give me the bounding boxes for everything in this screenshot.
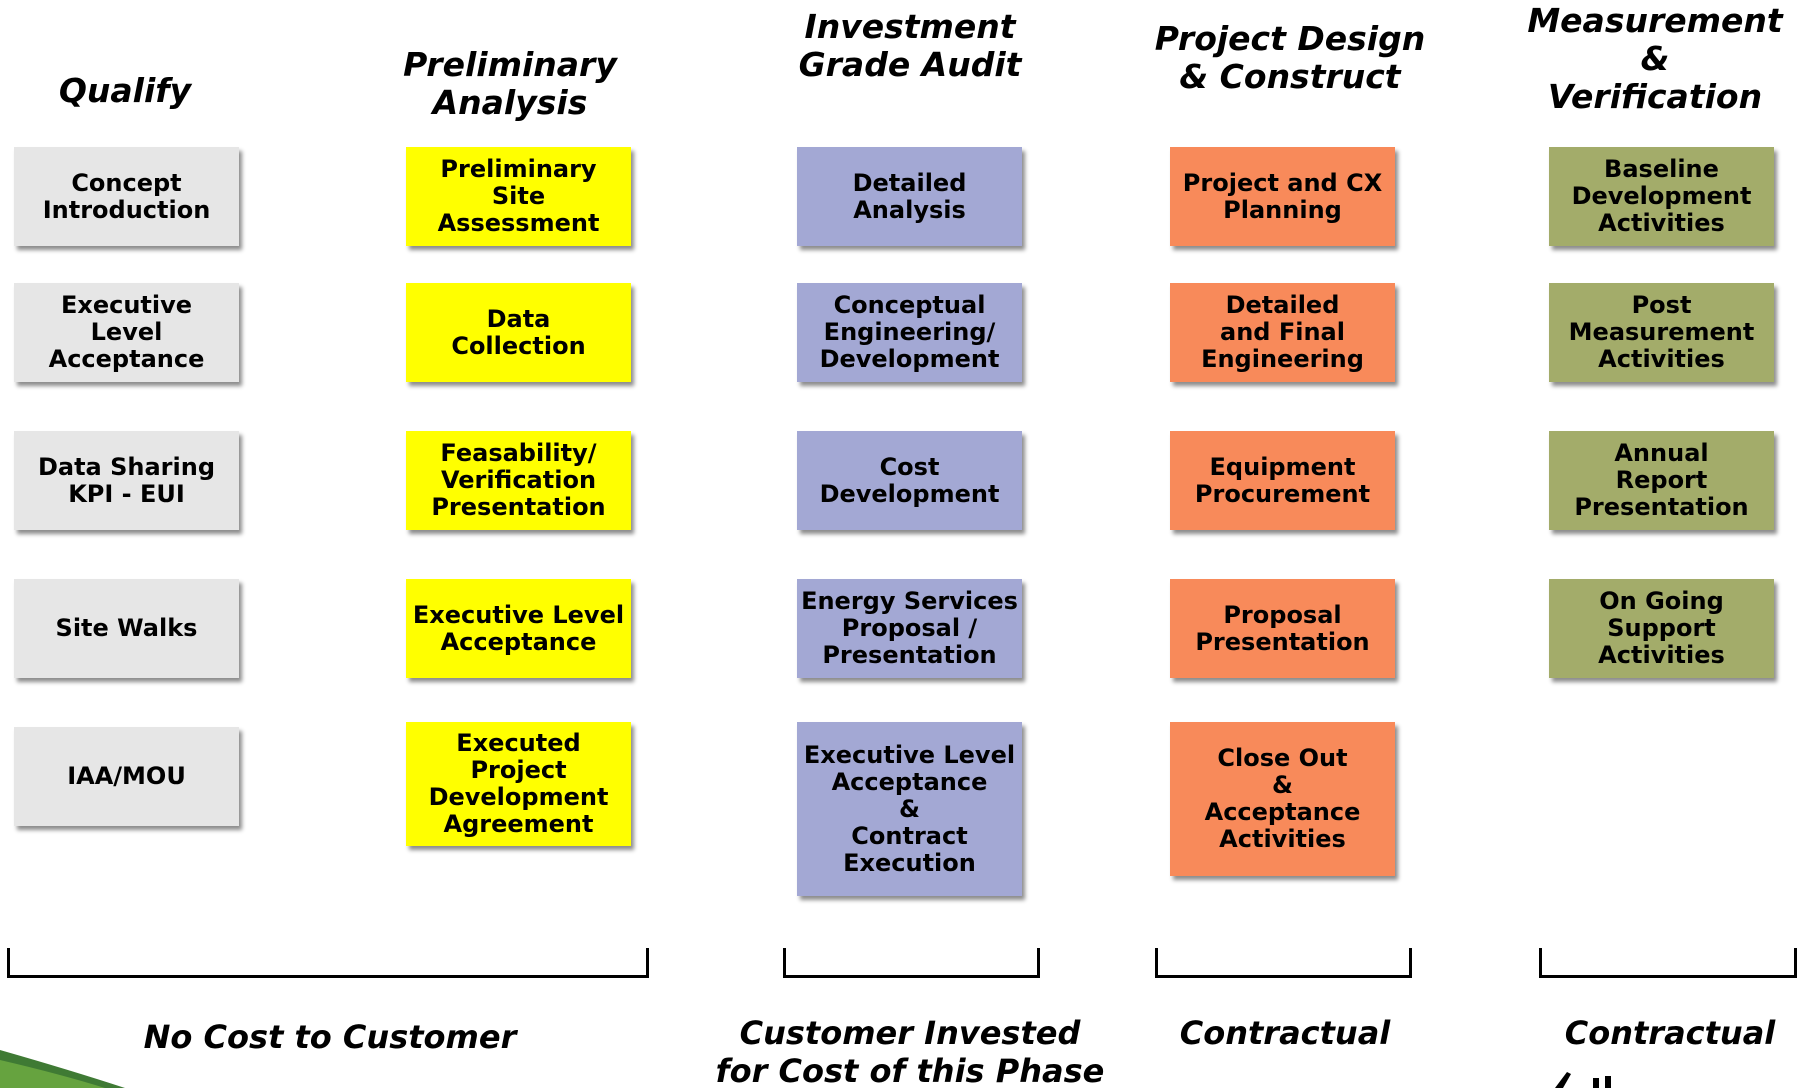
step-site-walks: Site Walks: [14, 579, 239, 678]
step-equipment-procurement: Equipment Procurement: [1170, 431, 1395, 530]
step-executive-acceptance-contract-execution: Executive Level Acceptance & Contract Ex…: [797, 722, 1022, 896]
bracket-contractual-mv: [1539, 948, 1797, 978]
step-data-collection: Data Collection: [406, 283, 631, 382]
column-heading-qualify: Qualify: [58, 71, 192, 110]
footer-contractual-construct: Contractual: [1179, 1014, 1391, 1052]
footer-no-cost-to-customer: No Cost to Customer: [143, 1018, 517, 1056]
step-annual-report-presentation: Annual Report Presentation: [1549, 431, 1774, 530]
step-detailed-analysis: Detailed Analysis: [797, 147, 1022, 246]
step-cost-development: Cost Development: [797, 431, 1022, 530]
step-ongoing-support: On Going Support Activities: [1549, 579, 1774, 678]
step-proposal-presentation: Proposal Presentation: [1170, 579, 1395, 678]
step-executive-level-acceptance-2: Executive Level Acceptance: [406, 579, 631, 678]
footer-customer-invested: Customer Invested for Cost of this Phase: [715, 1014, 1105, 1090]
bracket-contractual-construct: [1155, 948, 1412, 978]
step-conceptual-engineering-development: Conceptual Engineering/ Development: [797, 283, 1022, 382]
corner-fragment-decoration: [1555, 1072, 1611, 1088]
step-preliminary-site-assessment: Preliminary Site Assessment: [406, 147, 631, 246]
column-heading-measurement-verification: Measurement & Verification: [1527, 1, 1783, 116]
bracket-no-cost: [7, 948, 649, 978]
step-close-out-acceptance: Close Out & Acceptance Activities: [1170, 722, 1395, 876]
column-heading-project-design-construct: Project Design & Construct: [1154, 19, 1426, 96]
step-iaa-mou: IAA/MOU: [14, 727, 239, 826]
step-feasability-verification-presentation: Feasability/ Verification Presentation: [406, 431, 631, 530]
step-baseline-development: Baseline Development Activities: [1549, 147, 1774, 246]
step-concept-introduction: Concept Introduction: [14, 147, 239, 246]
step-project-cx-planning: Project and CX Planning: [1170, 147, 1395, 246]
column-heading-investment-grade-audit: Investment Grade Audit: [798, 7, 1022, 84]
bracket-customer-invested: [783, 948, 1040, 978]
step-post-measurement: Post Measurement Activities: [1549, 283, 1774, 382]
step-data-sharing: Data Sharing KPI - EUI: [14, 431, 239, 530]
step-energy-services-proposal: Energy Services Proposal / Presentation: [797, 579, 1022, 678]
step-detailed-final-engineering: Detailed and Final Engineering: [1170, 283, 1395, 382]
column-heading-preliminary-analysis: Preliminary Analysis: [403, 45, 617, 122]
step-executive-level-acceptance: Executive Level Acceptance: [14, 283, 239, 382]
footer-contractual-mv: Contractual: [1564, 1014, 1776, 1052]
corner-swoosh-decoration: [0, 1050, 125, 1088]
step-executed-project-development-agreement: Executed Project Development Agreement: [406, 722, 631, 846]
